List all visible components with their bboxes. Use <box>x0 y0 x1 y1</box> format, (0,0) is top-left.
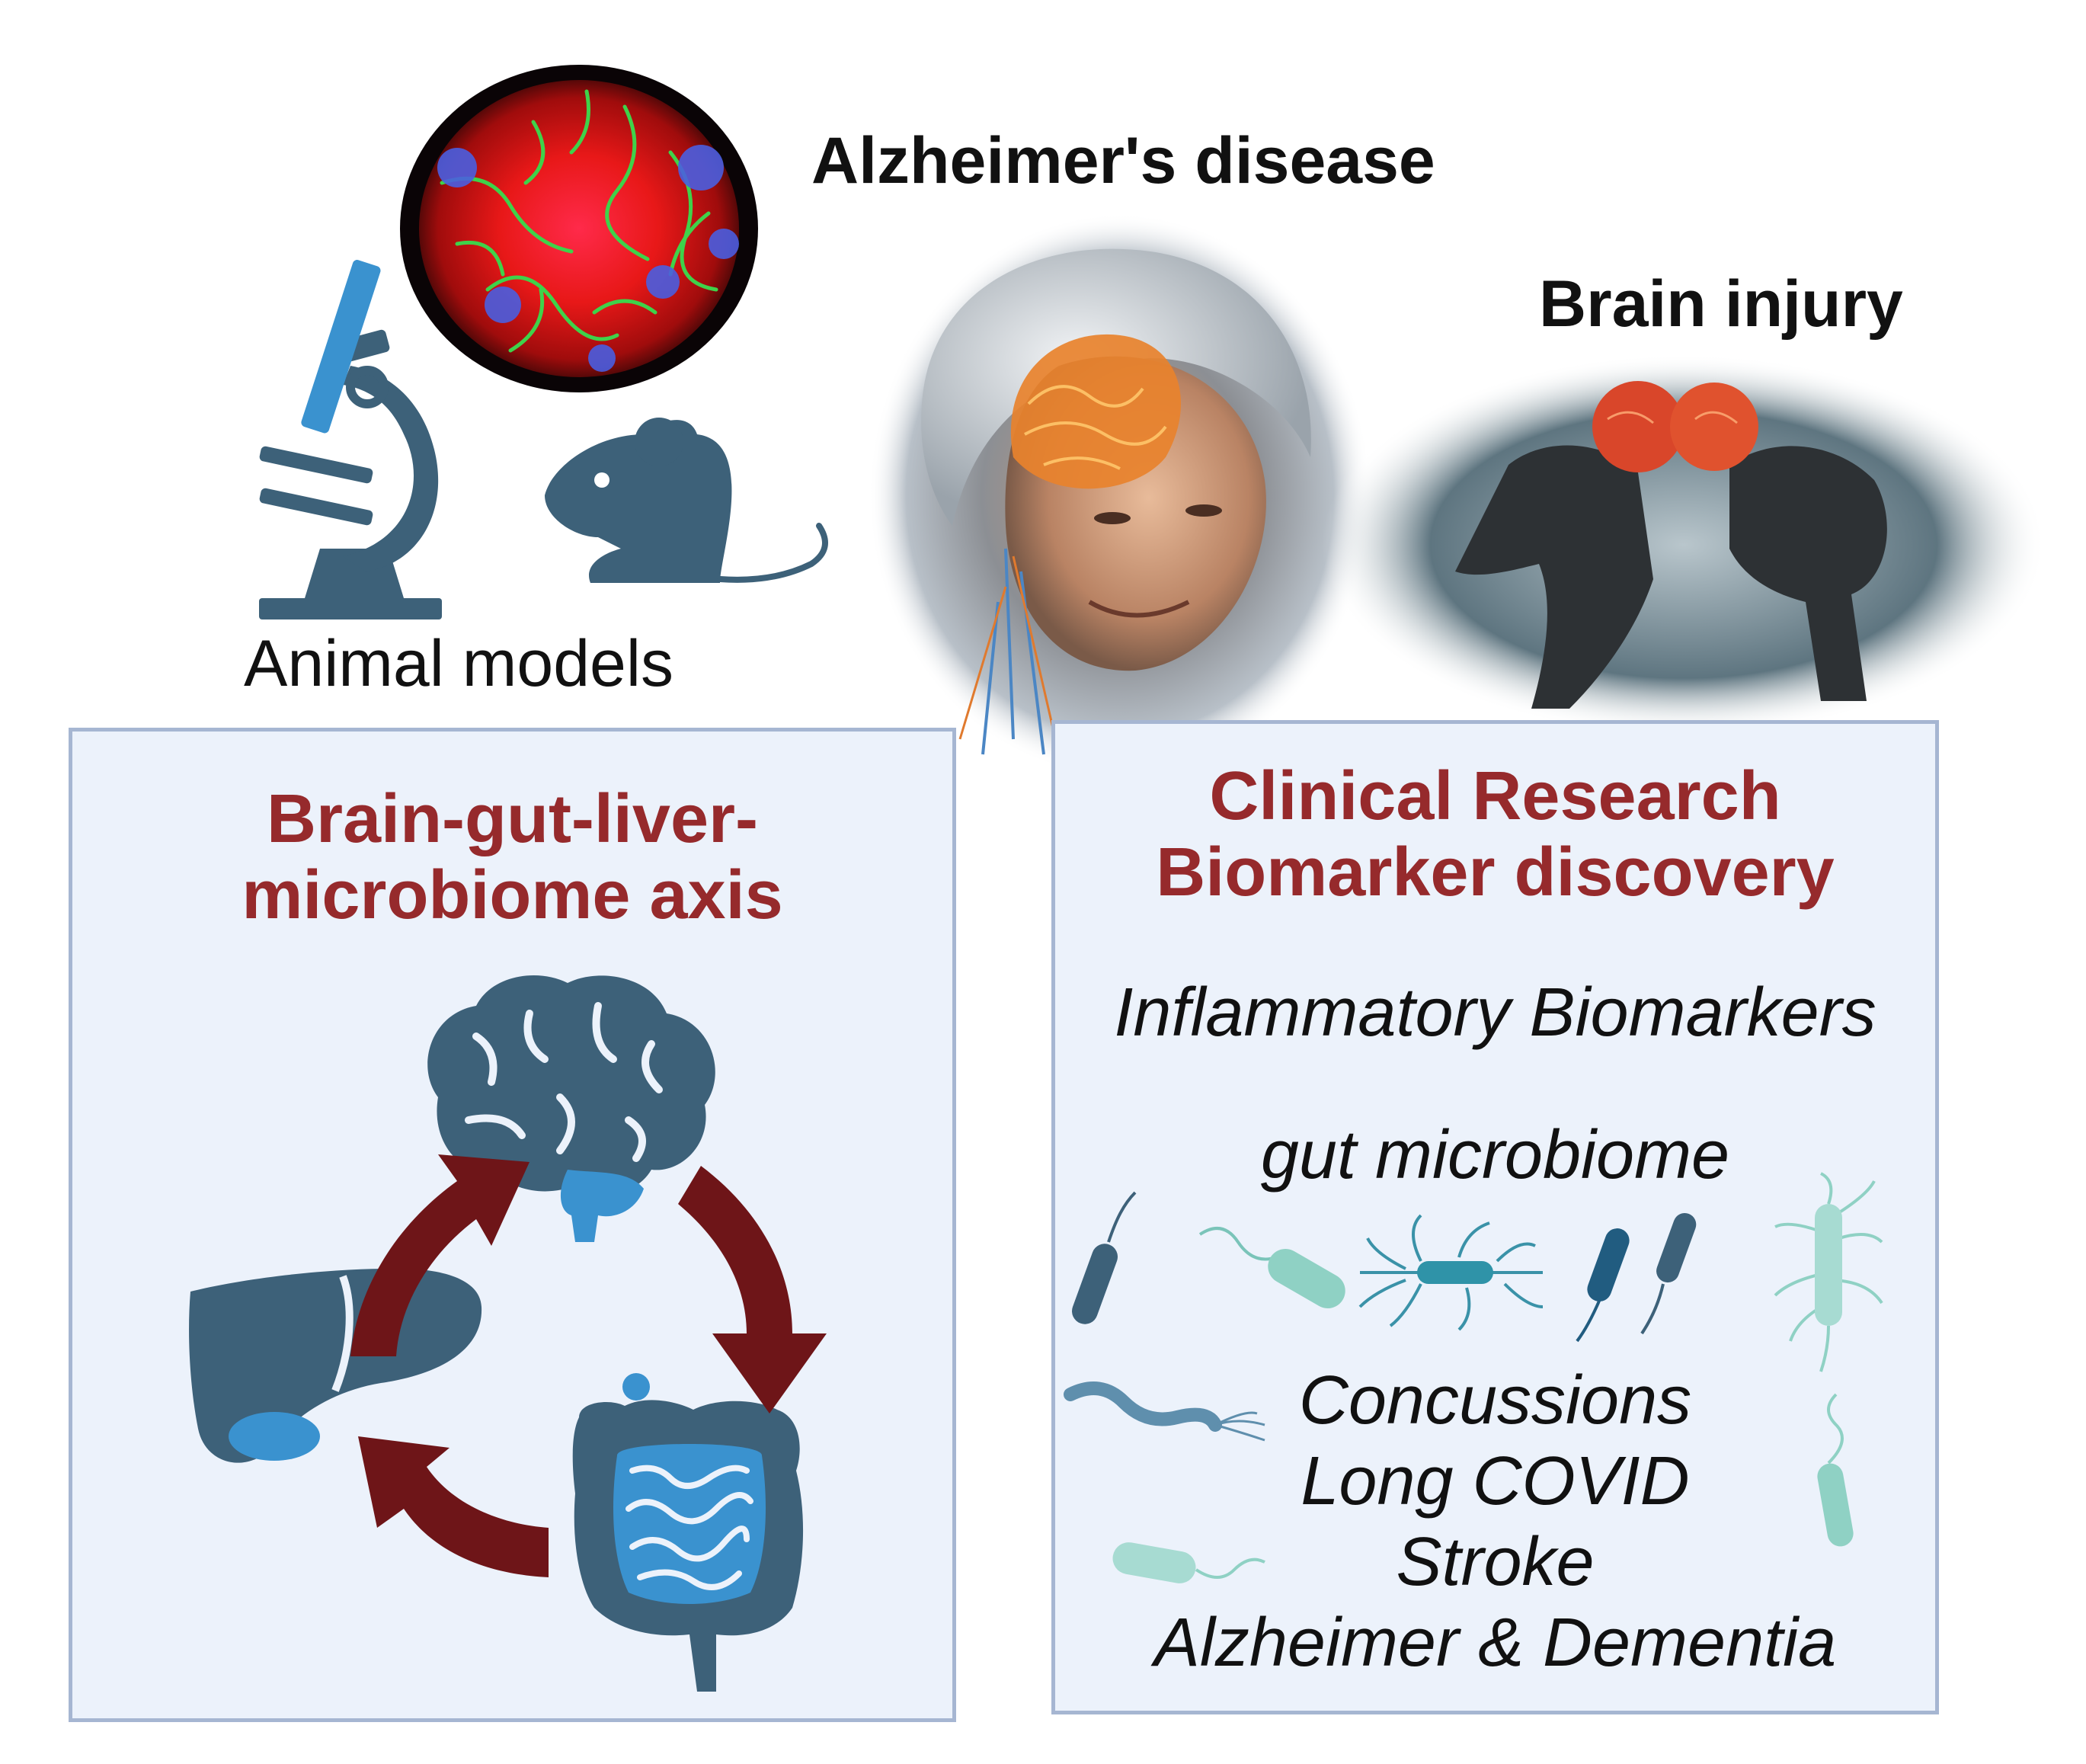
arrow-brain-to-gut <box>678 1166 827 1413</box>
arrow-liver-to-brain <box>350 1154 529 1356</box>
bacteria-icon <box>1817 1393 1854 1547</box>
bacteria-icon <box>1774 1172 1883 1372</box>
bacteria-icon <box>1112 1542 1265 1583</box>
clinical-panel-title: Clinical Research Biomarker discovery <box>1055 758 1935 911</box>
animal-models-label: Animal models <box>244 627 673 700</box>
cycle-arrows <box>350 1154 827 1577</box>
arrow-gut-to-liver <box>358 1436 549 1577</box>
bacteria-icon <box>1064 1381 1265 1442</box>
condition-item: Long COVID <box>1301 1443 1690 1519</box>
brain-injury-image <box>1322 354 2046 735</box>
bacteria-icon <box>1072 1191 1137 1324</box>
brain-icon <box>427 975 715 1242</box>
brain-injury-label: Brain injury <box>1539 267 1903 341</box>
gut-microbiome-label: gut microbiome <box>1260 1117 1730 1193</box>
bacteria-icon <box>1576 1212 1697 1343</box>
conditions-list: Concussions Long COVID Stroke Alzheimer … <box>1055 1360 1935 1683</box>
axis-title-line2: microbiome axis <box>242 857 783 933</box>
condition-item: Concussions <box>1298 1362 1692 1439</box>
inflammatory-biomarkers-label: Inflammatory Biomarkers <box>1114 975 1876 1051</box>
liver-icon <box>189 1268 482 1463</box>
microscope-icon <box>259 260 442 619</box>
condition-item: Alzheimer & Dementia <box>1153 1605 1837 1681</box>
microscopy-image <box>400 65 758 392</box>
condition-item: Stroke <box>1396 1524 1595 1600</box>
mouse-icon <box>545 418 828 583</box>
axis-title-line1: Brain-gut-liver- <box>266 781 759 857</box>
axis-panel-title: Brain-gut-liver- microbiome axis <box>72 781 952 933</box>
intestine-icon <box>572 1373 804 1692</box>
clinical-title-line2: Biomarker discovery <box>1156 834 1835 911</box>
alzheimers-label: Alzheimer's disease <box>811 124 1435 197</box>
bacteria-icon <box>1358 1214 1544 1331</box>
clinical-panel: Clinical Research Biomarker discovery In… <box>1051 720 1939 1714</box>
clinical-title-line1: Clinical Research <box>1209 758 1781 834</box>
elderly-woman-portrait <box>869 213 1371 777</box>
bacteria-icon <box>1198 1227 1345 1308</box>
